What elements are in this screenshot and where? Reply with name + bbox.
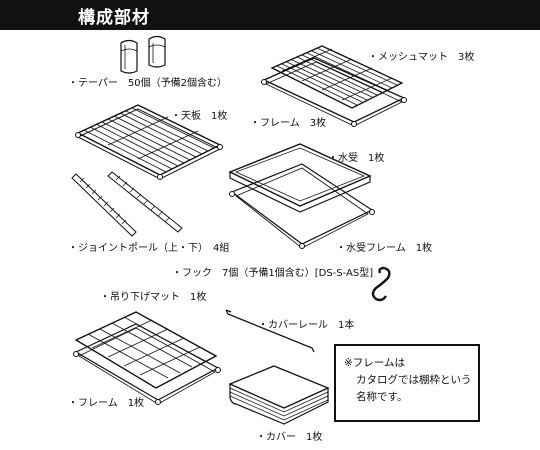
- note-line-1: ※フレームは: [344, 357, 405, 369]
- section-title: 構成部材: [78, 8, 150, 28]
- taper-label: ・テーパー 50個（予備2個含む）: [68, 78, 227, 89]
- taper-illustration: [120, 35, 166, 74]
- hanging-mat-illustration: [73, 311, 221, 405]
- joint-pole-illustration: [71, 171, 183, 237]
- hook-label: ・フック 7個（予備1個含む）[DS-S-AS型]: [172, 268, 374, 279]
- note-box: ※フレームは カタログでは棚枠という 名称です。: [334, 344, 480, 422]
- note-line-3: 名称です。: [356, 391, 408, 403]
- hanging-mat-label: ・吊り下げマット 1枚: [100, 292, 207, 303]
- section-header: 構成部材: [0, 0, 540, 30]
- water-tray-illustration: [228, 143, 375, 249]
- frame-1-label: ・フレーム 1枚: [68, 398, 145, 409]
- cover-illustration: [228, 365, 330, 425]
- cover-rail-label: ・カバーレール 1本: [258, 320, 355, 331]
- note-line-2: カタログでは棚枠という: [356, 374, 472, 386]
- water-frame-label: ・水受フレーム 1枚: [336, 243, 433, 254]
- top-board-illustration: [75, 104, 223, 180]
- joint-pole-label: ・ジョイントポール（上・下） 4組: [68, 243, 230, 254]
- mesh-mat-illustration: [261, 45, 407, 127]
- cover-rail-illustration: [225, 309, 315, 353]
- top-board-label: ・天板 1枚: [171, 111, 228, 122]
- frame-3-label: ・フレーム 3枚: [250, 118, 327, 129]
- mesh-mat-label: ・メッシュマット 3枚: [368, 52, 475, 63]
- cover-label: ・カバー 1枚: [256, 432, 323, 443]
- hook-icon: [371, 266, 391, 302]
- water-tray-label: ・水受 1枚: [328, 153, 385, 164]
